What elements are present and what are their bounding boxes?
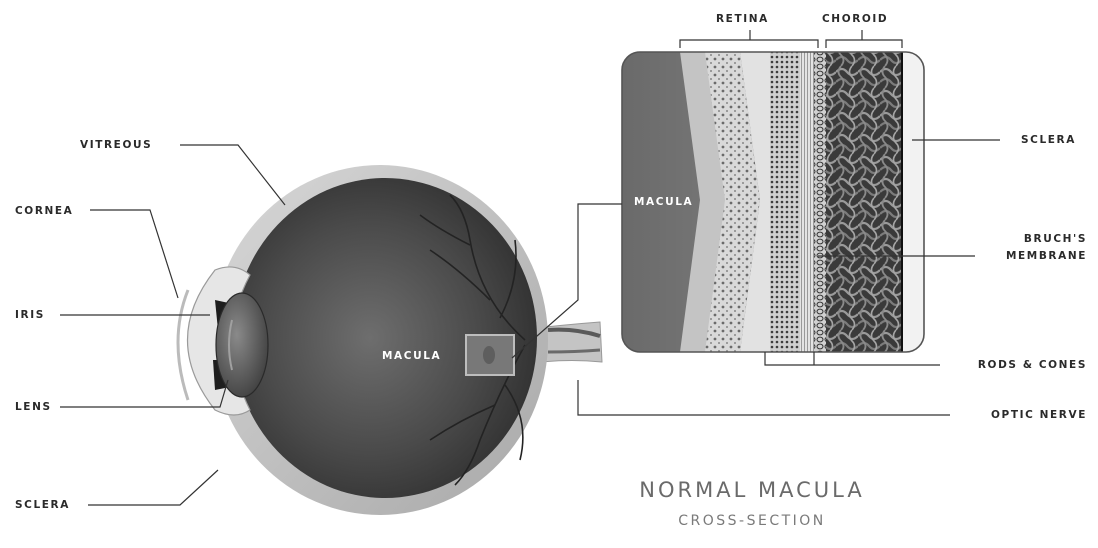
diagram-subtitle: CROSS-SECTION	[678, 513, 826, 529]
sclera-right-label: SCLERA	[1021, 134, 1076, 146]
choroid-layer	[826, 52, 902, 352]
bruchs-label-line1: BRUCH'S	[1024, 233, 1087, 245]
diagram-title: NORMAL MACULA	[639, 478, 864, 502]
rods-cones-layer	[800, 52, 814, 352]
iris-label: IRIS	[15, 309, 45, 321]
choroid-label: CHOROID	[822, 13, 888, 25]
top-brackets	[680, 30, 902, 48]
sclera-layer	[902, 52, 924, 352]
macula-section-label: MACULA	[634, 196, 693, 208]
eyeball-illustration: MACULA	[178, 165, 602, 515]
cornea-label: CORNEA	[15, 205, 73, 217]
macula-cross-section: MACULA	[622, 52, 924, 352]
optic-nerve-label: OPTIC NERVE	[991, 409, 1087, 421]
bruchs-membrane-layer	[814, 52, 826, 352]
bruchs-label-line2: MEMBRANE	[1006, 250, 1087, 262]
retina-label: RETINA	[716, 13, 769, 25]
photoreceptor-nuclei-layer	[770, 52, 800, 352]
sclera-left-label: SCLERA	[15, 499, 70, 511]
rods-cones-label: RODS & CONES	[978, 359, 1087, 371]
macula-eye-label: MACULA	[382, 350, 441, 362]
vitreous-label: VITREOUS	[80, 139, 152, 151]
lens-shape	[216, 293, 268, 397]
lens-label: LENS	[15, 401, 52, 413]
